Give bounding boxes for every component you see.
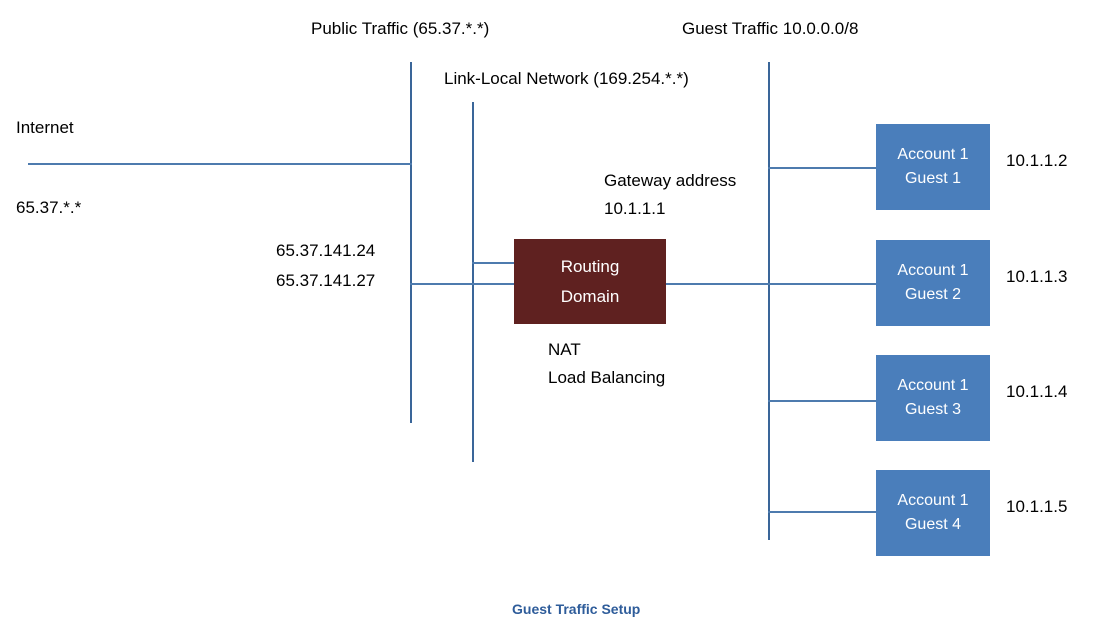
link-local-network-label: Link-Local Network (169.254.*.*) xyxy=(444,69,689,88)
router-to-guest-bus-line xyxy=(666,283,770,285)
guest-ip-4-label: 10.1.1.5 xyxy=(1006,497,1068,516)
guest-branch-line-2 xyxy=(768,283,878,285)
internet-label: Internet xyxy=(16,118,74,137)
public-traffic-label: Public Traffic (65.37.*.*) xyxy=(311,19,490,38)
routing-domain-box[interactable]: Routing Domain xyxy=(514,239,666,324)
public-bus-to-router-line xyxy=(410,283,516,285)
gateway-address-label: Gateway address xyxy=(604,171,737,190)
guest-box-1-name: Guest 1 xyxy=(904,170,962,187)
guest-box-4-name: Guest 4 xyxy=(904,516,962,533)
public-traffic-bus-line xyxy=(410,62,412,423)
guest-box-4[interactable]: Account 1 Guest 4 xyxy=(876,470,990,556)
routing-domain-line-2: Domain xyxy=(560,286,620,306)
public-ip-2-label: 65.37.141.27 xyxy=(276,271,376,290)
guest-box-3[interactable]: Account 1 Guest 3 xyxy=(876,355,990,441)
guest-traffic-bus-line xyxy=(768,62,770,540)
guest-ip-3-label: 10.1.1.4 xyxy=(1006,382,1068,401)
guest-box-1-account: Account 1 xyxy=(897,146,969,163)
link-local-bus-line xyxy=(472,102,474,462)
guest-ip-2-label: 10.1.1.3 xyxy=(1006,267,1068,286)
diagram-caption: Guest Traffic Setup xyxy=(512,601,641,617)
guest-traffic-label: Guest Traffic 10.0.0.0/8 xyxy=(682,19,859,38)
guest-box-2[interactable]: Account 1 Guest 2 xyxy=(876,240,990,326)
guest-box-3-account: Account 1 xyxy=(897,377,969,394)
guest-branch-line-1 xyxy=(768,167,878,169)
nat-label: NAT xyxy=(548,340,581,359)
load-balancing-label: Load Balancing xyxy=(548,368,666,387)
guest-ip-1-label: 10.1.1.2 xyxy=(1006,151,1068,170)
guest-box-3-name: Guest 3 xyxy=(904,401,962,418)
gateway-ip-label: 10.1.1.1 xyxy=(604,199,666,218)
guest-box-2-name: Guest 2 xyxy=(904,286,962,303)
guest-box-1[interactable]: Account 1 Guest 1 xyxy=(876,124,990,210)
guest-box-2-account: Account 1 xyxy=(897,262,969,279)
public-ip-1-label: 65.37.141.24 xyxy=(276,241,376,260)
internet-connection-line xyxy=(28,163,412,165)
link-local-to-router-line xyxy=(472,262,516,264)
guest-branch-line-3 xyxy=(768,400,878,402)
routing-domain-line-1: Routing xyxy=(560,256,620,276)
internet-subnet-label: 65.37.*.* xyxy=(16,198,82,217)
guest-branch-line-4 xyxy=(768,511,878,513)
guest-box-4-account: Account 1 xyxy=(897,492,969,509)
